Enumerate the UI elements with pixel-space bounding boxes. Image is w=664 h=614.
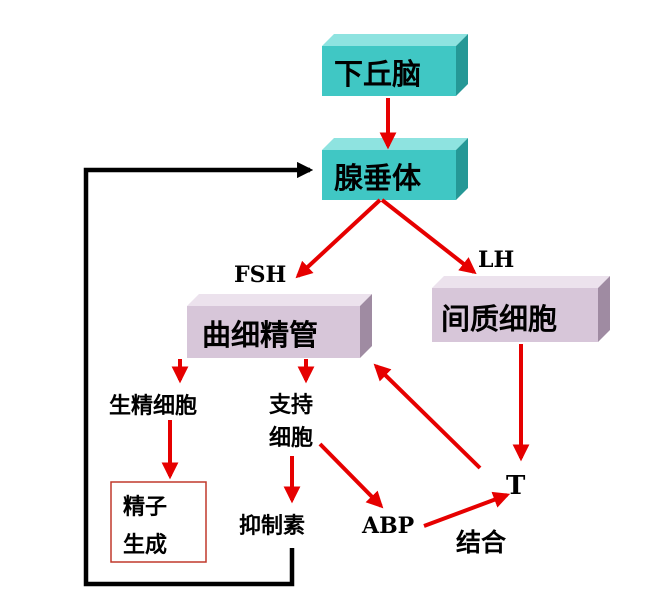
arrow-pituitary-to-fsh <box>295 198 382 279</box>
interstitial-cell-box-top <box>432 276 610 288</box>
binding-label: 结合 <box>456 528 507 557</box>
pituitary-box-front <box>322 150 456 200</box>
hypothalamus-box <box>322 34 468 96</box>
interstitial-cell-box-side <box>598 276 610 342</box>
seminiferous-tubule-box <box>187 294 372 358</box>
sperm-production-box <box>110 481 207 563</box>
arrow-pituitary-to-lh <box>380 198 477 275</box>
seminiferous-tubule-label: 曲细精管 <box>202 318 319 352</box>
seminiferous-tubule-box-top <box>187 294 372 306</box>
sperm-label-line1: 精子 <box>123 495 168 520</box>
pituitary-box-top <box>322 138 468 150</box>
lh-label: LH <box>478 247 515 273</box>
fsh-label: FSH <box>234 262 287 288</box>
sertoli-cell-label-line2: 细胞 <box>269 426 314 451</box>
pituitary-label: 腺垂体 <box>334 161 422 195</box>
spermatogenic-cell-label: 生精细胞 <box>109 394 198 419</box>
feedback-loop-line <box>83 161 314 587</box>
hypothalamus-box-front <box>322 46 456 96</box>
hypothalamus-box-top <box>322 34 468 46</box>
inhibin-label: 抑制素 <box>239 514 306 539</box>
interstitial-cell-label: 间质细胞 <box>441 302 558 336</box>
pituitary-box-side <box>456 138 468 200</box>
abp-label: ABP <box>362 513 415 539</box>
sertoli-cell-label-line1: 支持 <box>269 393 314 418</box>
seminiferous-tubule-box-side <box>360 294 372 358</box>
testosterone-label: T <box>506 471 526 501</box>
interstitial-cell-box-front <box>432 288 598 342</box>
seminiferous-tubule-box-front <box>187 306 360 358</box>
interstitial-cell-box <box>432 276 610 342</box>
sperm-label-line2: 生成 <box>123 533 168 558</box>
hypothalamus-box-side <box>456 34 468 96</box>
arrow-abp-to-t <box>423 491 511 528</box>
arrow-t-to-tubule <box>373 363 482 470</box>
hypothalamus-label: 下丘脑 <box>334 57 422 91</box>
arrow-sertoli-to-abp <box>318 442 384 509</box>
